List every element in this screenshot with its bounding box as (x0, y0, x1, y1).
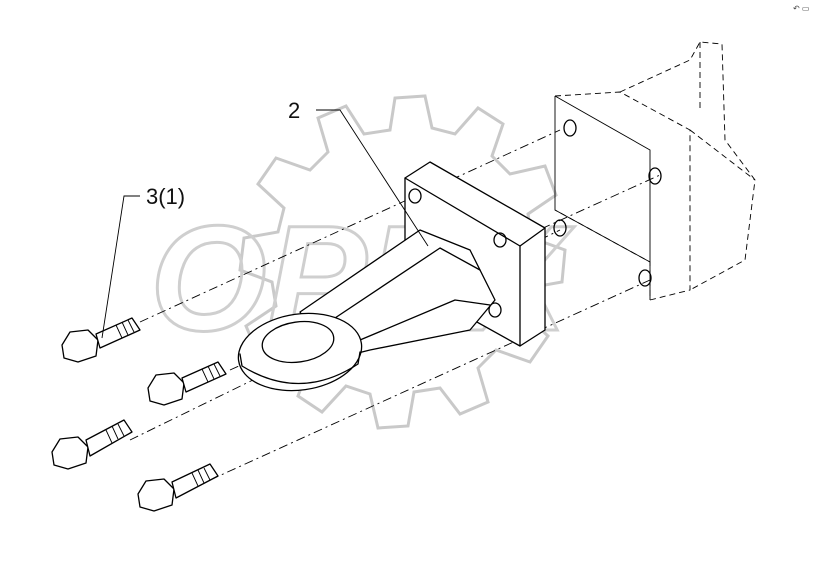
corner-mark: ↶ ▭ (793, 4, 809, 13)
bolt-1 (61, 317, 141, 363)
frame-bracket (553, 41, 756, 301)
bolt-2 (147, 361, 227, 406)
bolt-4 (137, 463, 219, 512)
callout-part-3: 3(1) (146, 184, 185, 209)
callout-part-2: 2 (288, 98, 300, 123)
watermark-gear (238, 94, 567, 430)
towing-eye-bracket (237, 161, 546, 392)
leader-line-part-2 (316, 109, 429, 247)
bolt-3 (51, 419, 133, 470)
leader-line-part-3 (101, 195, 140, 339)
